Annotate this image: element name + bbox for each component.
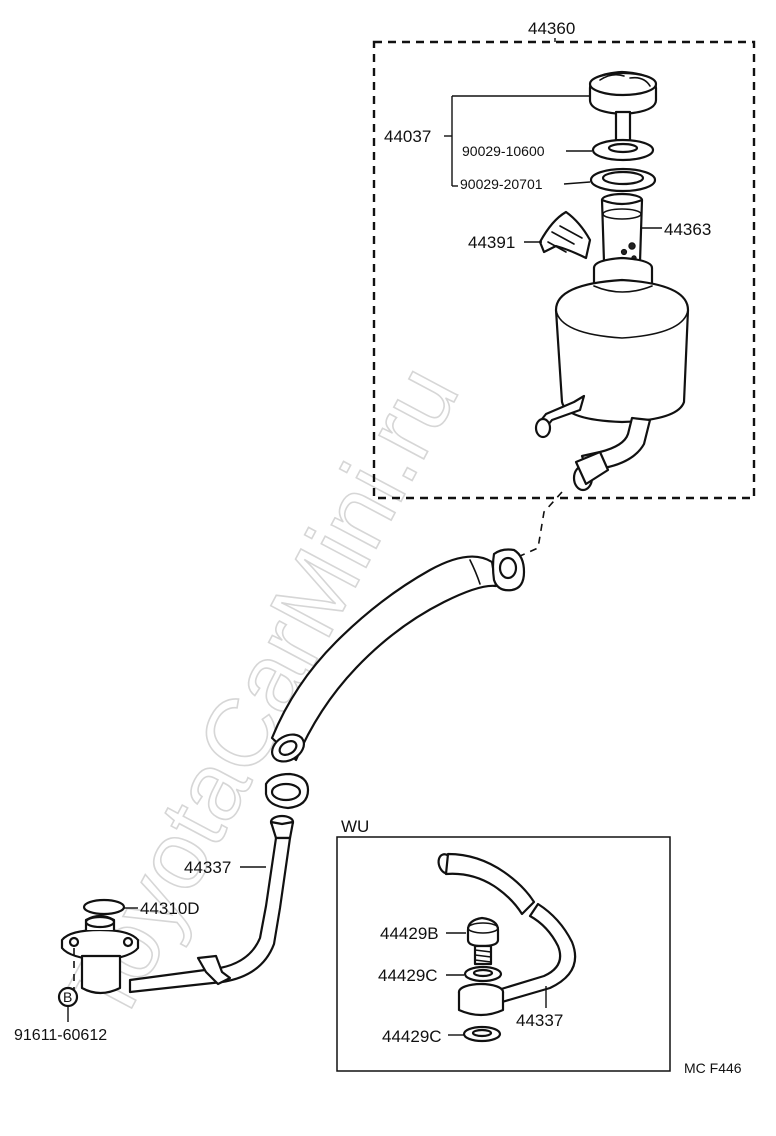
union-bolt-44429b[interactable] [466,916,500,966]
label-union-bolt-44429b: 44429B [380,924,439,943]
union-block[interactable] [457,982,505,1017]
connection-line [519,491,563,557]
label-gasket-90029-10600: 90029-10600 [462,143,545,159]
wu-title: WU [341,817,369,836]
figure-code: MC F446 [684,1060,742,1076]
return-hose[interactable] [267,555,498,767]
bolt-mark-letter: B [63,989,72,1005]
wu-pipe-44337[interactable] [436,852,577,1004]
hose-clamp-lower[interactable] [264,772,310,810]
assembly-number: 44360 [528,19,575,38]
label-pipe-44337: 44337 [184,858,231,877]
gasket-90029-10600[interactable] [591,138,655,162]
label-gasket-44429c-lower: 44429C [382,1027,442,1046]
oil-cooler[interactable] [60,914,140,995]
label-strainer-44363: 44363 [664,220,711,239]
label-oring-44310d: 44310D [140,899,200,918]
reservoir-assembly: 44360 [372,19,756,500]
wu-frame [336,836,671,1072]
label-band-44391: 44391 [468,233,515,252]
gasket-90029-20701[interactable] [589,167,657,193]
bolt-reference: B 91611-60612 [14,948,107,1044]
oring-44310d[interactable] [82,898,126,916]
label-cap-44037: 44037 [384,127,431,146]
wu-inset: WU 44429B 44429C 44429C [336,817,671,1072]
reservoir-cap[interactable] [588,70,658,146]
label-wu-pipe-44337: 44337 [516,1011,563,1030]
hose-clamp-upper[interactable] [491,548,526,592]
label-gasket-90029-20701: 90029-20701 [460,176,543,192]
assembly-dashed-frame [372,40,756,500]
band-44391[interactable] [538,210,592,260]
gasket-44429c-lower[interactable] [462,1025,502,1043]
reservoir-tank[interactable] [534,256,690,492]
gasket-44429c-upper[interactable] [463,965,503,983]
label-bolt-91611-60612: 91611-60612 [14,1027,107,1044]
pipe-44337[interactable] [128,814,295,994]
label-gasket-44429c-upper: 44429C [378,966,438,985]
strainer-44363[interactable] [600,192,644,269]
